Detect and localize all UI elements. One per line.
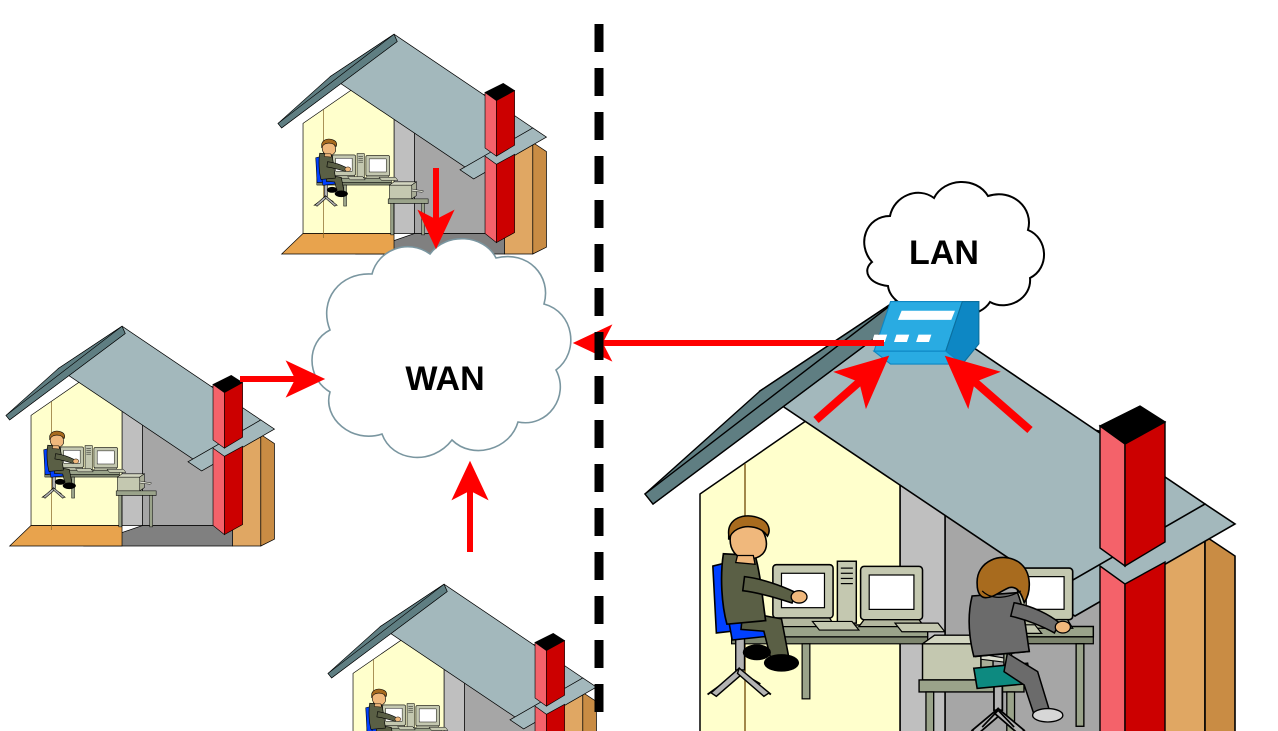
- arrow-workstation-right-to-switch: [944, 355, 1033, 434]
- wan-cloud-label: WAN: [405, 360, 484, 398]
- wan-cloud-shape: [311, 237, 572, 459]
- lan-cloud-label: LAN: [909, 234, 979, 272]
- wan-cloud[interactable]: WAN: [311, 237, 572, 459]
- arrow-workstation-left-to-switch: [813, 355, 890, 424]
- network-switch[interactable]: [871, 300, 980, 365]
